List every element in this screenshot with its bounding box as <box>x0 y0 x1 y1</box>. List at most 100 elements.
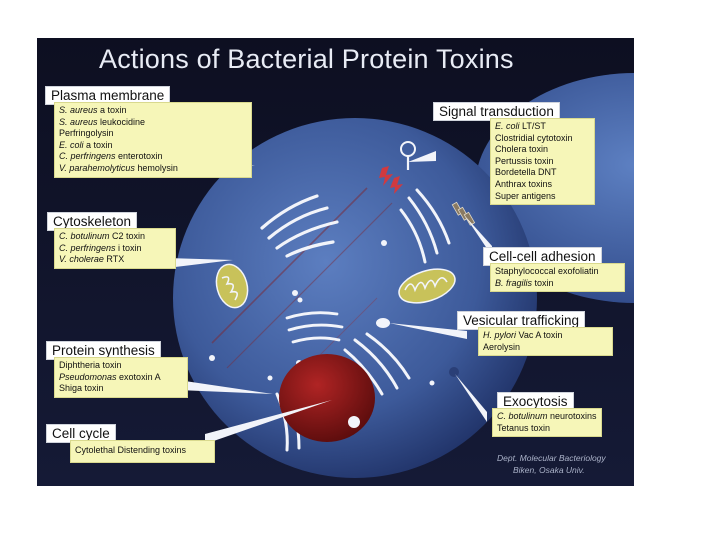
vesicle-large <box>376 318 390 328</box>
organism-name: E. coli <box>495 121 520 131</box>
toxin-item: C. botulinum neurotoxins <box>497 411 597 423</box>
credit-line-1: Dept. Molecular Bacteriology <box>497 453 606 463</box>
cell-illustration <box>167 73 634 478</box>
light-streak <box>211 187 368 344</box>
toxin-item: S. aureus a toxin <box>59 105 247 117</box>
toxin-name: i toxin <box>115 242 142 253</box>
toxin-name: LT/ST <box>519 121 546 131</box>
pointer-vesicular-trafficking <box>389 323 467 339</box>
toxin-item: Pseudomonas exotoxin A <box>59 372 183 384</box>
toxin-name: enterotoxin <box>115 151 163 162</box>
toxin-name: Perfringolysin <box>59 128 114 139</box>
cytoskeleton-header: Cytoskeleton <box>47 212 138 231</box>
toxin-item: S. aureus leukocidine <box>59 117 247 129</box>
mitochondrion-right <box>398 268 456 304</box>
organism-name: C. perfringens <box>59 242 116 253</box>
toxin-item: Diphtheria toxin <box>59 360 183 372</box>
toxin-name: exotoxin A <box>116 371 161 382</box>
toxin-item: C. botulinum C2 toxin <box>59 231 171 243</box>
toxin-item: Tetanus toxin <box>497 423 597 435</box>
lightning-markers-icon <box>379 166 403 194</box>
organism-name: C. botulinum <box>59 231 110 241</box>
toxin-name: toxin <box>532 277 554 288</box>
pointer-exocytosis <box>455 374 487 422</box>
main-cell <box>173 118 537 478</box>
plasma-membrane-header: Plasma membrane <box>45 86 171 105</box>
toxin-name: Pertussis toxin <box>495 155 554 166</box>
toxin-item: E. coli LT/ST <box>495 121 590 133</box>
toxin-item: Pertussis toxin <box>495 156 590 168</box>
pointer-cell-cycle <box>205 400 332 444</box>
credit: Dept. Molecular Bacteriology Biken, Osak… <box>497 452 606 476</box>
toxin-item: Staphylococcal exofoliatin <box>495 266 620 278</box>
toxin-name: Vac A toxin <box>516 330 563 340</box>
toxin-item: Shiga toxin <box>59 383 183 395</box>
exocytosis-site <box>449 367 459 377</box>
organism-name: V. cholerae <box>59 254 104 265</box>
nucleolus <box>348 416 360 428</box>
toxin-name: hemolysin <box>134 162 178 173</box>
toxin-item: V. cholerae RTX <box>59 254 171 266</box>
toxin-name: Super antigens <box>495 190 556 201</box>
toxin-item: E. coli a toxin <box>59 140 247 152</box>
toxin-name: RTX <box>103 254 125 265</box>
toxin-name: C2 toxin <box>109 231 146 241</box>
junction-icon <box>451 201 476 226</box>
pointer-signal-transduction <box>408 151 436 162</box>
toxin-name: Staphylococcal exofoliatin <box>495 266 599 276</box>
organism-name: C. perfringens <box>59 151 116 162</box>
organism-name: V. parahemolyticus <box>59 162 135 173</box>
toxin-item: C. perfringens enterotoxin <box>59 151 247 163</box>
organism-name: C. botulinum <box>497 411 548 421</box>
vesicular-trafficking-header: Vesicular trafficking <box>457 311 586 330</box>
toxin-name: Cytolethal Distending toxins <box>75 445 187 455</box>
toxin-name: a toxin <box>83 139 113 150</box>
toxin-name: Clostridial cytotoxin <box>495 132 573 143</box>
toxin-item: Anthrax toxins <box>495 179 590 191</box>
organism-name: S. aureus <box>59 105 98 115</box>
toxin-item: B. fragilis toxin <box>495 278 620 290</box>
organism-name: H. pylori <box>483 330 517 340</box>
toxin-item: C. perfringens i toxin <box>59 243 171 255</box>
slide-title: Actions of Bacterial Protein Toxins <box>99 44 514 74</box>
toxin-name: Bordetella DNT <box>495 167 557 178</box>
toxin-item: V. parahemolyticus hemolysin <box>59 163 247 175</box>
er-stack-bottom-right <box>343 332 411 396</box>
light-streak <box>226 202 393 369</box>
er-stack-right <box>399 188 451 264</box>
organism-name: B. fragilis <box>495 277 533 288</box>
toxin-name: Aerolysin <box>483 341 521 352</box>
toxin-name: a toxin <box>97 105 127 115</box>
receptor-icon <box>400 141 416 170</box>
toxin-name: Anthrax toxins <box>495 178 553 189</box>
toxin-name: Shiga toxin <box>59 383 104 394</box>
pointer-protein-synthesis <box>178 380 273 394</box>
er-stack-top <box>260 194 339 258</box>
organism-name: Pseudomonas <box>59 371 117 382</box>
toxin-item: Clostridial cytotoxin <box>495 133 590 145</box>
toxin-name: Tetanus toxin <box>497 422 551 433</box>
pointer-cell-cell-adhesion <box>465 216 492 256</box>
cell-cycle-list: Cytolethal Distending toxins <box>70 440 215 463</box>
slide: Actions of Bacterial Protein Toxins Plas… <box>37 38 634 486</box>
toxin-item: Bordetella DNT <box>495 167 590 179</box>
toxin-item: Perfringolysin <box>59 128 247 140</box>
toxin-item: Cholera toxin <box>495 144 590 156</box>
pointer-cytoskeleton <box>167 258 233 268</box>
toxin-name: leukocidine <box>97 116 146 127</box>
toxin-item: Aerolysin <box>483 342 608 354</box>
mitochondrion-left <box>215 263 249 309</box>
er-stack-middle <box>285 311 344 344</box>
toxin-name: Diphtheria toxin <box>59 360 122 370</box>
toxin-item: H. pylori Vac A toxin <box>483 330 608 342</box>
signal-transduction-header: Signal transduction <box>433 102 560 121</box>
toxin-item: Super antigens <box>495 191 590 203</box>
protein-synthesis-header: Protein synthesis <box>46 341 161 360</box>
toxin-name: Cholera toxin <box>495 144 549 155</box>
